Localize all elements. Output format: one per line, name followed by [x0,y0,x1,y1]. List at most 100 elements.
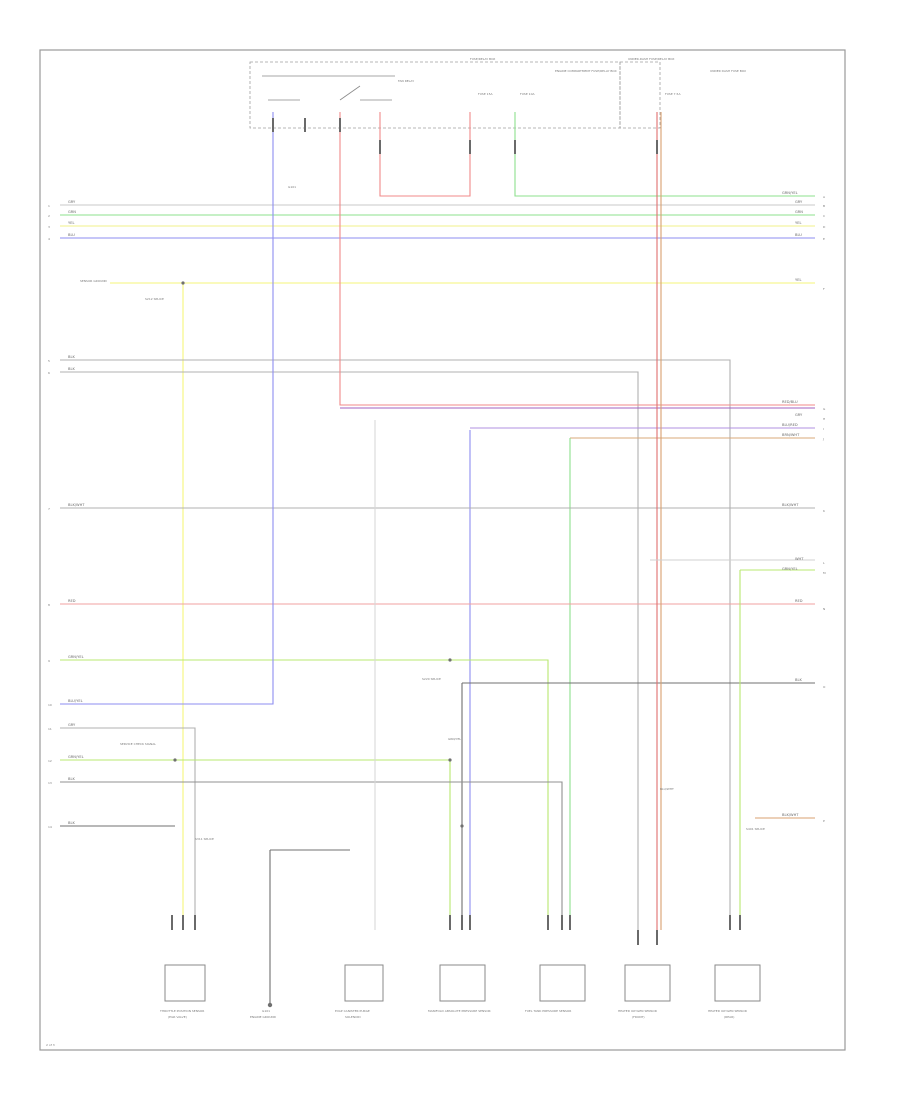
right-pin-h: H [823,417,825,421]
component-evap-name: EVAP CANISTER PURGE [335,1009,370,1013]
right-label-b: GRY [795,200,803,204]
wire-grn-yel-low [60,759,451,930]
component-box-evap [344,964,384,1002]
right-pin-d: D [823,225,826,229]
splice-dot [181,281,185,285]
right-pin-c: C [823,214,825,218]
left-pin-4: 4 [48,237,50,241]
left-pin-14: 14 [48,825,52,829]
component-ftps-name: FUEL TANK PRESSURE SENSOR [525,1009,571,1013]
under-dash-fuse-label: FUSE 7.5A [665,92,681,96]
splice-3-label: S311 SPLICE [195,837,214,841]
right-label-a: GRN/YEL [782,191,798,195]
ground-symbol [267,1002,273,1008]
component-ho2f-sub: (FRONT) [632,1015,645,1019]
component-ho2r-sub: (REAR) [724,1015,734,1019]
left-pin-8: 8 [48,603,50,607]
left-pin-5: 5 [48,359,50,363]
left-label-3: YEL [68,221,74,225]
component-ground-name: G101 [262,1009,270,1013]
right-label-j: BRN/WHT [782,433,800,437]
right-pin-m: M [823,571,826,575]
component-tps-sub: (EGR VALVE) [168,1015,187,1019]
right-pin-k: K [823,509,826,513]
left-pin-1: 1 [48,204,50,208]
wire-gry-low [60,727,196,930]
splice-points [173,281,464,1008]
left-label-11: GRY [68,723,76,727]
right-pin-n: N [823,607,825,611]
relay-label: FAN RELAY [398,79,414,83]
right-label-f: YEL [795,278,801,282]
right-label-h: GRY [795,413,803,417]
left-label-12: GRN/YEL [68,755,84,759]
component-evap-sub: SOLENOID [345,1015,361,1019]
under-dash-box-title: UNDER-DASH FUSE/RELAY BOX [628,57,674,61]
under-dash-box-outline [619,61,661,129]
fuse-left-label: FUSE 15A [478,92,493,96]
splice-2-label: S220 SPLICE [422,677,441,681]
left-labels: GRY 1 GRN 2 YEL 3 BLU 4 BLK 5 BLK 6 BLK/… [48,200,85,829]
component-box-ho2-rear [714,964,761,1002]
wire-blu-yel [60,112,274,705]
right-pin-l: L [823,561,825,565]
left-label-9: GRN/YEL [68,655,84,659]
right-label-g: RED/BLU [782,400,798,404]
left-label-2: GRN [68,210,76,214]
service-check-label: SERVICE CHECK SIGNAL [120,742,156,746]
left-label-6: BLK [68,367,75,371]
left-pin-2: 2 [48,214,50,218]
component-box-map [439,964,486,1002]
mid-labels: SENSOR GROUND S212 SPLICE S220 SPLICE S3… [80,279,765,841]
right-label-e: BLU [795,233,802,237]
ground-note-label: G101 [288,185,296,189]
left-pin-10: 10 [48,703,52,707]
left-pin-11: 11 [48,727,52,731]
component-box-ftps [539,964,586,1002]
left-pin-13: 13 [48,781,52,785]
wire-grn-yel [60,659,549,930]
relay-box-title: FUSE/RELAY BOX [470,57,495,61]
wire-mid-label: GRN/YEL [448,737,461,741]
splice-dot [448,758,452,762]
component-ground-sub: ENGINE GROUND [250,1015,277,1019]
left-pin-6: 6 [48,371,50,375]
right-label-m: GRN/YEL [782,567,798,571]
components: THROTTLE POSITION SENSOR (EGR VALVE) G10… [159,964,761,1019]
connector-ticks [171,118,741,945]
wires [60,112,815,1005]
left-label-10: BLU/YEL [68,699,83,703]
right-label-p: BLK/WHT [782,813,799,817]
right-pin-o: O [823,685,826,689]
sensor-ground-label: SENSOR GROUND [80,279,108,283]
component-box-tps [164,964,206,1002]
right-pin-a: A [823,195,826,199]
left-label-7: BLK/WHT [68,503,85,507]
right-pin-j: J [822,437,824,441]
right-labels: GRN/YEL A GRY B GRN C YEL D BLU E YEL F … [782,191,826,823]
right-pin-i: I [823,427,824,431]
right-label-l: WHT [795,557,804,561]
right-pin-g: G [823,407,826,411]
left-label-5: BLK [68,355,75,359]
splice-dot [460,824,464,828]
left-pin-7: 7 [48,507,50,511]
splice-dot [173,758,177,762]
left-pin-12: 12 [48,759,52,763]
wire-blk-1 [60,359,731,930]
right-pin-f: F [823,287,825,291]
splice-dot [448,658,452,662]
footer-code: 2 of 3 [46,1043,55,1047]
right-label-c: GRN [795,210,803,214]
relay-switch-symbol [262,75,395,101]
right-pin-p: P [823,819,825,823]
left-label-13: BLK [68,777,75,781]
component-ho2f-name: HEATED OXYGEN SENSOR [618,1009,657,1013]
right-label-i: BLU/RED [782,423,798,427]
left-pin-3: 3 [48,225,50,229]
splice-4-label: S401 SPLICE [746,827,765,831]
left-label-4: BLU [68,233,75,237]
wire-red-relay-2 [379,112,471,197]
component-ho2r-name: HEATED OXYGEN SENSOR [708,1009,747,1013]
